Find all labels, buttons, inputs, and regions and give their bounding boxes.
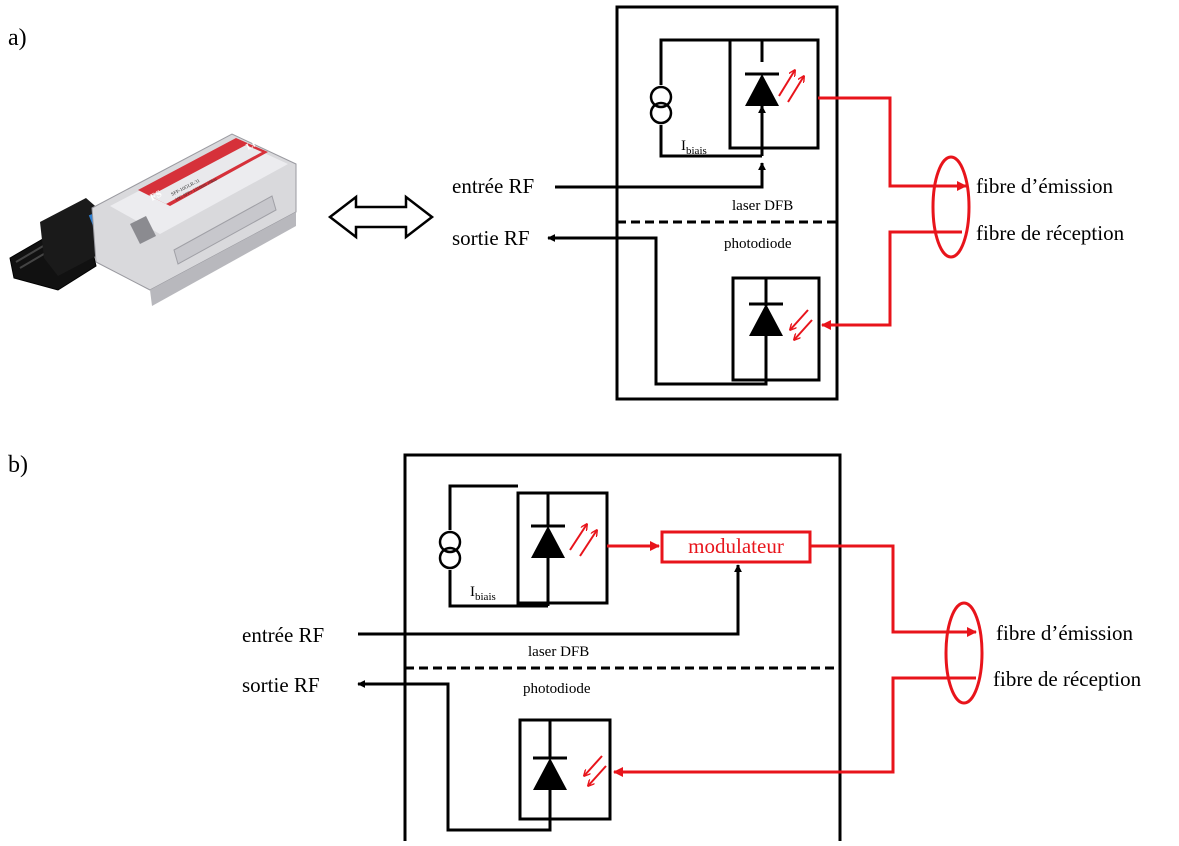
optical-tx-path-a [818, 96, 967, 191]
module-brand: FS [148, 188, 164, 203]
bias-label-a: Ibiais [681, 138, 707, 157]
photodiode-icon-a [747, 302, 785, 338]
bias-label-b: Ibiais [470, 584, 496, 603]
photodiode-label-a: photodiode [724, 236, 792, 252]
rf-out-label-a: sortie RF [452, 226, 530, 250]
double-arrow-icon [327, 194, 435, 240]
laser-box-b [516, 491, 609, 605]
module-latch [9, 198, 102, 291]
rf-in-label-a: entrée RF [452, 174, 534, 198]
rf-out-line-b [357, 680, 552, 832]
fiber-tx-label-a: fibre d’émission [976, 174, 1114, 198]
transceiver-box-a [615, 5, 839, 401]
photodiode-box-b [518, 718, 612, 821]
rf-out-line-a [547, 234, 768, 386]
panel-b-label: b) [8, 452, 28, 478]
fiber-tx-label-b: fibre d’émission [996, 621, 1134, 645]
modulator-label: modulateur [688, 534, 784, 558]
transceiver-box-b [403, 453, 842, 841]
fiber-bundle-b [944, 601, 984, 705]
optical-tx-path-b [810, 544, 977, 637]
sfp-module-image: FS LR SFP-10GLR-31 10G SFP+ 1310nm 10km [9, 133, 297, 306]
current-source-icon-a [649, 85, 673, 125]
rf-in-label-b: entrée RF [242, 623, 324, 647]
fiber-bundle-a [931, 155, 971, 259]
optical-rx-path-a [821, 230, 962, 330]
fiber-rx-label-b: fibre de réception [993, 667, 1142, 691]
laser-label-a: laser DFB [732, 198, 793, 214]
laser-diode-icon-b [529, 524, 567, 560]
laser-box-a [728, 38, 820, 150]
optical-rx-path-b [613, 676, 976, 777]
rf-in-line-a [555, 162, 766, 189]
laser-diode-icon-a [743, 72, 781, 108]
current-source-icon-b [438, 530, 462, 570]
laser-label-b: laser DFB [528, 644, 589, 660]
rf-out-label-b: sortie RF [242, 673, 320, 697]
module-body-side [150, 212, 296, 306]
photodiode-box-a [731, 276, 821, 382]
panel-a-label: a) [8, 25, 27, 51]
fiber-rx-label-a: fibre de réception [976, 221, 1125, 245]
rf-in-line-b [358, 564, 742, 636]
photodiode-icon-b [531, 756, 569, 792]
photodiode-label-b: photodiode [523, 681, 591, 697]
